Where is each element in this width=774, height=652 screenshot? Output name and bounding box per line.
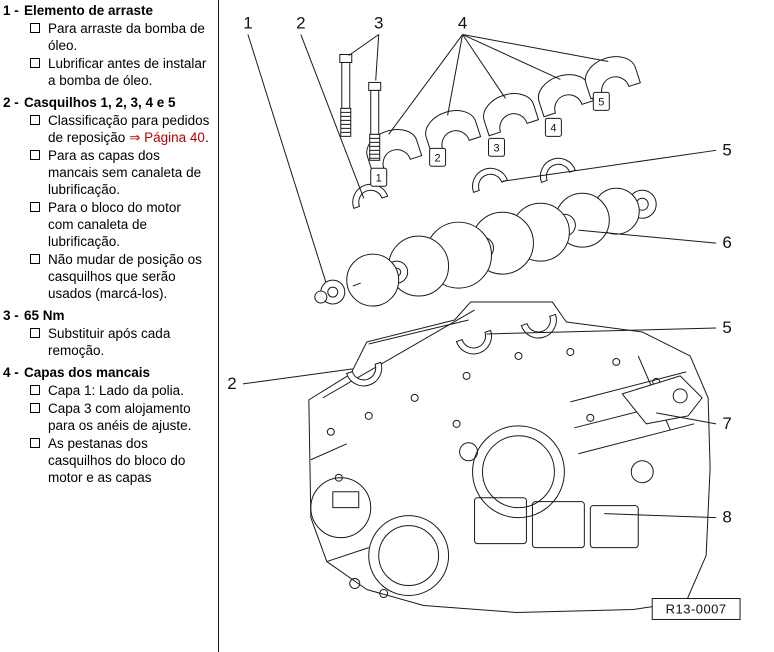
bullet-text: Para o bloco do motor com canaleta de lu… [48, 200, 181, 249]
callout-5-lower: 5 [722, 318, 731, 337]
bearing-shell [539, 157, 576, 184]
figure-reference: R13-0007 [651, 598, 741, 620]
callout-7: 7 [722, 414, 731, 433]
bearing-cap [584, 56, 641, 100]
callout-2: 2 [296, 14, 305, 33]
callout-3: 3 [374, 14, 383, 33]
figure-reference-box [651, 598, 741, 620]
bullet-item: Lubrificar antes de instalar a bomba de … [30, 55, 210, 89]
cap-tag-box [592, 91, 610, 111]
cap-tag-5: 5 [598, 96, 604, 108]
checkbox-icon [30, 202, 40, 212]
checkbox-icon [30, 23, 40, 33]
bearing-caps [366, 56, 641, 173]
bullet-item: Capa 3 com alojamento para os anéis de a… [30, 400, 210, 434]
item-number: 2 - [3, 95, 19, 110]
callout-2-left: 2 [227, 374, 236, 393]
cap-tag-4: 4 [550, 122, 556, 134]
checkbox-icon [30, 403, 40, 413]
bearing-cap [425, 110, 482, 154]
bullet-item: Não mudar de posição os casquilhos que s… [30, 251, 210, 302]
item-title: Elemento de arraste [24, 3, 154, 18]
bearing-shell [472, 167, 509, 194]
parts-item-4: 4 - Capas dos mancais Capa 1: Lado da po… [3, 364, 210, 486]
parts-item-heading: 2 - Casquilhos 1, 2, 3, 4 e 5 [3, 94, 210, 111]
cap-tag-box [429, 147, 447, 167]
checkbox-icon [30, 385, 40, 395]
checkbox-icon [30, 58, 40, 68]
bullet-text: Para arraste da bomba de óleo. [48, 21, 205, 53]
item-title: Casquilhos 1, 2, 3, 4 e 5 [24, 95, 176, 110]
bullet-text: Substituir após cada remoção. [48, 326, 171, 358]
bullet-text: Capa 3 com alojamento para os anéis de a… [48, 401, 192, 433]
bearing-cap [483, 93, 540, 137]
bolt-icons [339, 53, 382, 161]
item-title: Capas dos mancais [24, 365, 151, 380]
bolt-icon [339, 53, 353, 137]
crankshaft-drawing [314, 187, 657, 307]
checkbox-icon [30, 150, 40, 160]
parts-list: 1 - Elemento de arraste Para arraste da … [0, 0, 218, 652]
callout-1: 1 [243, 14, 252, 33]
bullet-item: Para o bloco do motor com canaleta de lu… [30, 199, 210, 250]
parts-item-heading: 3 - 65 Nm [3, 307, 210, 324]
upper-bearing-shells [352, 157, 576, 210]
bullet-text-prefix: Classificação para pedidos de reposição [48, 113, 210, 145]
bullet-item: Capa 1: Lado da polia. [30, 382, 210, 399]
bearing-shell [346, 361, 383, 387]
cap-tag-box [544, 117, 562, 137]
bullet-text-suffix: . [204, 130, 209, 145]
item-number: 3 - [3, 308, 19, 323]
bullet-text: As pestanas dos casquilhos do bloco do m… [48, 436, 186, 485]
cap-tag-1: 1 [376, 172, 382, 184]
item-number: 4 - [3, 365, 19, 380]
parts-item-1: 1 - Elemento de arraste Para arraste da … [3, 2, 210, 89]
bearing-cap [538, 74, 595, 118]
bullet-text: Para as capas dos mancais sem canaleta d… [48, 148, 202, 197]
callout-6: 6 [722, 233, 731, 252]
callout-8: 8 [722, 508, 731, 527]
parts-item-2: 2 - Casquilhos 1, 2, 3, 4 e 5 Classifica… [3, 94, 210, 302]
bullet-item: Substituir após cada remoção. [30, 325, 210, 359]
exploded-view-diagram: 1 2 3 4 5 [218, 0, 774, 652]
callout-labels: 1 2 3 4 5 6 5 2 7 8 [227, 14, 732, 527]
page-reference-link[interactable]: ⇒ Página 40 [129, 130, 205, 145]
item-number: 1 - [3, 3, 19, 18]
bullet-item: Para arraste da bomba de óleo. [30, 20, 210, 54]
bolt-icon [368, 81, 382, 161]
bullet-text: Classificação para pedidos de reposição … [48, 112, 210, 146]
parts-item-3: 3 - 65 Nm Substituir após cada remoção. [3, 307, 210, 359]
bearing-shell [455, 329, 492, 355]
callout-5-upper: 5 [722, 140, 731, 159]
cap-tag-box [488, 137, 505, 157]
bearing-shell [352, 183, 389, 210]
engine-block-drawing [308, 301, 711, 613]
engine-block-illustration: 1 2 3 4 5 [227, 14, 741, 620]
figure-reference-label: R13-0007 [666, 601, 727, 616]
cap-tag-3: 3 [493, 142, 499, 154]
cap-tag-2: 2 [435, 152, 441, 164]
cap-number-tags: 1 2 3 4 5 [370, 91, 610, 187]
checkbox-icon [30, 328, 40, 338]
bullet-text: Lubrificar antes de instalar a bomba de … [48, 56, 207, 88]
bullet-text: Capa 1: Lado da polia. [48, 383, 184, 398]
bullet-item: As pestanas dos casquilhos do bloco do m… [30, 435, 210, 486]
item-title: 65 Nm [24, 308, 65, 323]
leader-lines [242, 34, 717, 519]
bullet-item: Para as capas dos mancais sem canaleta d… [30, 147, 210, 198]
bullet-text: Não mudar de posição os casquilhos que s… [48, 252, 202, 301]
checkbox-icon [30, 438, 40, 448]
parts-item-heading: 4 - Capas dos mancais [3, 364, 210, 381]
parts-item-heading: 1 - Elemento de arraste [3, 2, 210, 19]
bullet-item: Classificação para pedidos de reposição … [30, 112, 210, 146]
checkbox-icon [30, 115, 40, 125]
checkbox-icon [30, 254, 40, 264]
cap-tag-box [370, 167, 388, 187]
callout-4: 4 [458, 14, 467, 33]
